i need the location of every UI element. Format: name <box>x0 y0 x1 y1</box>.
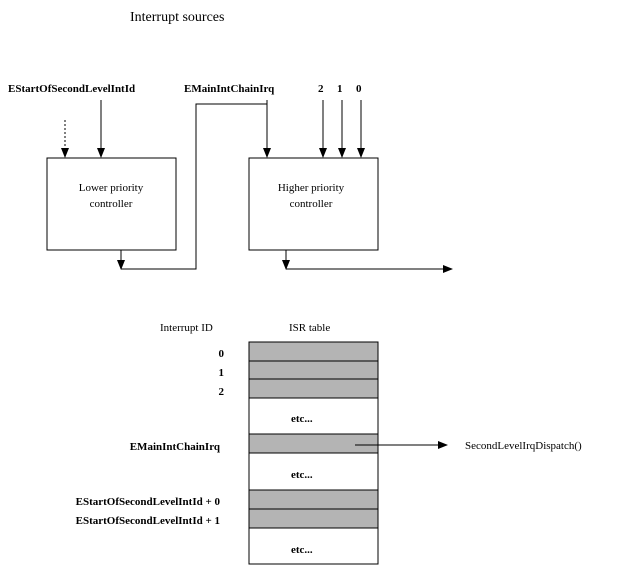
isr-cell-0 <box>248 341 379 362</box>
isr-cell-etc-2 <box>248 452 379 491</box>
second-level-dispatch-label: SecondLevelIrqDispatch() <box>465 440 582 452</box>
diagram-title: Interrupt sources <box>130 10 224 25</box>
source-label-2: 2 <box>318 83 324 95</box>
isr-cell-2 <box>248 378 379 399</box>
interrupt-id-1: 1 <box>219 367 225 379</box>
isr-cell-etc-1 <box>248 397 379 435</box>
isr-cell-1 <box>248 360 379 380</box>
higher-priority-controller-box <box>248 157 379 251</box>
higher-controller-label-1: Higher priority <box>278 182 345 194</box>
isr-cell-etc-3 <box>248 527 379 565</box>
interrupt-id-second-level-1: EStartOfSecondLevelIntId + 1 <box>76 515 220 527</box>
interrupt-id-2: 2 <box>219 386 225 398</box>
isr-cell-main-chain <box>248 433 379 454</box>
chain-connector-line <box>121 103 267 270</box>
lower-controller-label-2: controller <box>90 198 133 210</box>
higher-controller-label-2: controller <box>290 198 333 210</box>
interrupt-id-second-level-0: EStartOfSecondLevelIntId + 0 <box>76 496 221 508</box>
source-label-second-level: EStartOfSecondLevelIntId <box>8 83 135 95</box>
interrupt-id-main-chain: EMainIntChainIrq <box>130 441 221 453</box>
isr-cell-second-level-1 <box>248 508 379 529</box>
source-label-0: 0 <box>356 83 362 95</box>
interrupt-id-header: Interrupt ID <box>160 322 213 334</box>
source-label-main-chain: EMainIntChainIrq <box>184 83 275 95</box>
isr-table <box>248 341 379 565</box>
source-label-1: 1 <box>337 83 343 95</box>
lower-priority-controller-box <box>46 157 177 251</box>
isr-cell-second-level-0 <box>248 489 379 510</box>
isr-etc-label-3: etc... <box>291 544 313 556</box>
interrupt-id-0: 0 <box>219 348 225 360</box>
lower-controller-label-1: Lower priority <box>79 182 144 194</box>
isr-etc-label-2: etc... <box>291 469 313 481</box>
isr-etc-label-1: etc... <box>291 413 313 425</box>
isr-table-header: ISR table <box>289 322 330 334</box>
